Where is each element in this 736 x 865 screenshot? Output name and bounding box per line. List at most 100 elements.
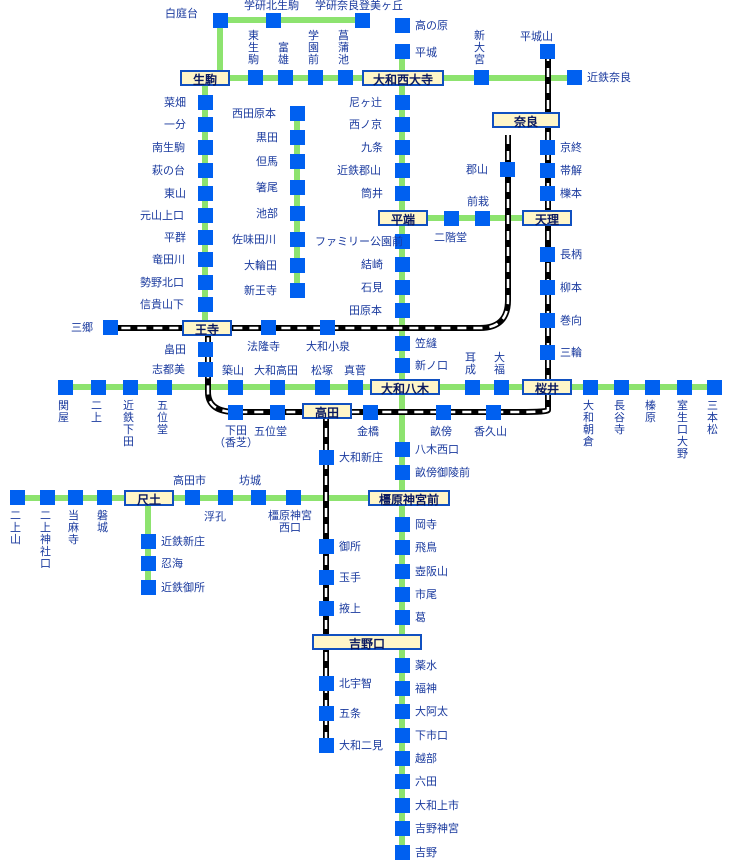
station-marker[interactable] (395, 280, 410, 295)
hub-takada[interactable]: 高田 (302, 403, 352, 420)
station-marker[interactable] (228, 380, 243, 395)
station-marker[interactable] (198, 230, 213, 245)
station-marker[interactable] (198, 297, 213, 312)
station-marker[interactable] (645, 380, 660, 395)
station-marker[interactable] (395, 587, 410, 602)
hub-shakudo[interactable]: 尺土 (124, 490, 174, 507)
station-marker[interactable] (567, 70, 582, 85)
station-marker[interactable] (444, 211, 459, 226)
station-marker[interactable] (395, 358, 410, 373)
hub-nara[interactable]: 奈良 (492, 112, 560, 129)
station-marker[interactable] (474, 70, 489, 85)
hub-oji[interactable]: 王寺 (182, 320, 232, 337)
station-marker[interactable] (198, 95, 213, 110)
station-marker[interactable] (290, 106, 305, 121)
station-marker[interactable] (290, 232, 305, 247)
station-marker[interactable] (286, 490, 301, 505)
station-marker[interactable] (308, 70, 323, 85)
station-marker[interactable] (266, 13, 281, 28)
station-marker[interactable] (475, 211, 490, 226)
station-marker[interactable] (213, 13, 228, 28)
station-marker[interactable] (320, 320, 335, 335)
station-marker[interactable] (395, 465, 410, 480)
station-marker[interactable] (707, 380, 722, 395)
station-marker[interactable] (395, 257, 410, 272)
station-marker[interactable] (251, 490, 266, 505)
station-marker[interactable] (40, 490, 55, 505)
hub-yoshinoguchi[interactable]: 吉野口 (312, 634, 422, 651)
station-marker[interactable] (583, 380, 598, 395)
station-marker[interactable] (395, 610, 410, 625)
station-marker[interactable] (290, 154, 305, 169)
station-marker[interactable] (395, 821, 410, 836)
station-marker[interactable] (198, 362, 213, 377)
station-marker[interactable] (270, 405, 285, 420)
hub-yamato-saidaiji[interactable]: 大和西大寺 (362, 70, 444, 87)
station-marker[interactable] (198, 140, 213, 155)
station-marker[interactable] (319, 601, 334, 616)
station-marker[interactable] (540, 247, 555, 262)
station-marker[interactable] (540, 280, 555, 295)
station-marker[interactable] (395, 442, 410, 457)
station-marker[interactable] (348, 380, 363, 395)
station-marker[interactable] (315, 380, 330, 395)
station-marker[interactable] (319, 450, 334, 465)
station-marker[interactable] (228, 405, 243, 420)
station-marker[interactable] (198, 275, 213, 290)
station-marker[interactable] (185, 490, 200, 505)
station-marker[interactable] (58, 380, 73, 395)
station-marker[interactable] (157, 380, 172, 395)
station-marker[interactable] (436, 405, 451, 420)
station-marker[interactable] (319, 738, 334, 753)
station-marker[interactable] (141, 580, 156, 595)
station-marker[interactable] (540, 186, 555, 201)
station-marker[interactable] (338, 70, 353, 85)
station-marker[interactable] (290, 258, 305, 273)
station-marker[interactable] (500, 162, 515, 177)
station-marker[interactable] (395, 163, 410, 178)
station-marker[interactable] (198, 117, 213, 132)
station-marker[interactable] (540, 163, 555, 178)
station-marker[interactable] (198, 252, 213, 267)
station-marker[interactable] (319, 676, 334, 691)
station-marker[interactable] (395, 681, 410, 696)
station-marker[interactable] (395, 303, 410, 318)
station-marker[interactable] (540, 44, 555, 59)
station-marker[interactable] (363, 405, 378, 420)
station-marker[interactable] (290, 206, 305, 221)
station-marker[interactable] (494, 380, 509, 395)
station-marker[interactable] (614, 380, 629, 395)
station-marker[interactable] (395, 540, 410, 555)
station-marker[interactable] (141, 534, 156, 549)
station-marker[interactable] (91, 380, 106, 395)
station-marker[interactable] (319, 706, 334, 721)
station-marker[interactable] (540, 140, 555, 155)
station-marker[interactable] (319, 570, 334, 585)
station-marker[interactable] (198, 208, 213, 223)
station-marker[interactable] (319, 539, 334, 554)
station-marker[interactable] (395, 845, 410, 860)
station-marker[interactable] (395, 658, 410, 673)
hub-hirahata[interactable]: 平端 (378, 210, 428, 227)
station-marker[interactable] (540, 345, 555, 360)
hub-tenri[interactable]: 天理 (522, 210, 572, 227)
station-marker[interactable] (261, 320, 276, 335)
station-marker[interactable] (290, 130, 305, 145)
station-marker[interactable] (97, 490, 112, 505)
station-marker[interactable] (395, 234, 410, 249)
station-marker[interactable] (395, 704, 410, 719)
hub-yamato-yagi[interactable]: 大和八木 (370, 379, 440, 396)
station-marker[interactable] (218, 490, 233, 505)
station-marker[interactable] (248, 70, 263, 85)
station-marker[interactable] (395, 140, 410, 155)
station-marker[interactable] (103, 320, 118, 335)
station-marker[interactable] (278, 70, 293, 85)
station-marker[interactable] (141, 556, 156, 571)
station-marker[interactable] (68, 490, 83, 505)
station-marker[interactable] (290, 283, 305, 298)
hub-kashiharajingumae[interactable]: 橿原神宮前 (368, 490, 450, 507)
hub-sakurai[interactable]: 桜井 (522, 379, 572, 396)
station-marker[interactable] (198, 186, 213, 201)
station-marker[interactable] (395, 728, 410, 743)
station-marker[interactable] (395, 751, 410, 766)
